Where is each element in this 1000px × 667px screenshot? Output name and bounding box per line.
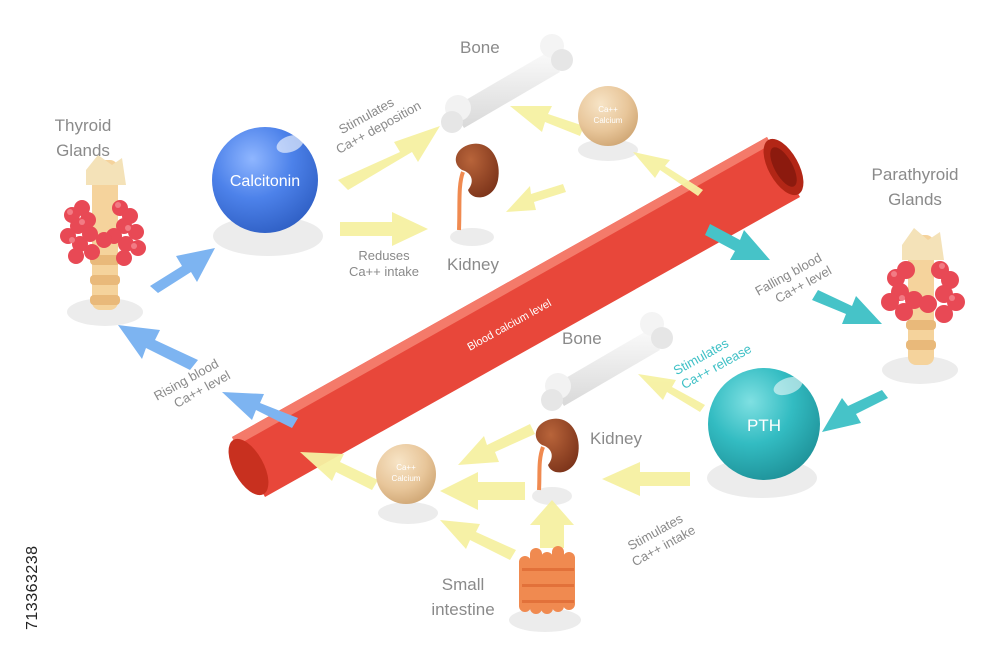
- calcitonin-label: Calcitonin: [230, 173, 300, 190]
- parathyroid-label-line2: Glands: [888, 190, 942, 209]
- arrow-bone-to-vessel: [458, 424, 535, 465]
- arrow-pth-to-bone: [638, 374, 705, 412]
- reduses-intake-line2: Ca++ intake: [349, 264, 419, 279]
- arrow-vessel-to-kidney: [506, 184, 566, 212]
- arrow-to-bone-top: [338, 126, 440, 190]
- arrow-pth-to-kidney: [602, 462, 690, 496]
- arrow-thyroid-to-calcitonin: [150, 248, 215, 293]
- parathyroid-glands-icon: [881, 228, 965, 365]
- calcium-bottom-label-line1: Ca++: [396, 463, 416, 472]
- cyan-arrows: [705, 224, 888, 432]
- arrow-calcium-to-bone: [510, 106, 584, 136]
- arrow-to-kidney-top: [340, 212, 428, 246]
- bone-top-label: Bone: [460, 38, 500, 57]
- watermark-text: 713363238: [24, 545, 41, 630]
- labels: Thyroid Glands Calcitonin Bone Kidney Ca…: [55, 38, 959, 619]
- calcium-bottom-label-line2: Calcium: [392, 474, 421, 483]
- kidney-bottom-icon: [535, 418, 579, 491]
- yellow-arrows: [300, 106, 705, 560]
- calcitonin-sphere: [212, 127, 318, 233]
- arrow-rising-to-thyroid: [118, 325, 198, 370]
- watermark-id: 713363238: [4, 430, 41, 630]
- arrow-vessel-to-rising: [222, 392, 298, 428]
- arrow-calcium-to-vessel: [300, 452, 378, 490]
- arrow-vessel-to-falling: [705, 224, 770, 260]
- arrow-vessel-to-calcium: [633, 152, 703, 196]
- pth-label: PTH: [747, 416, 781, 435]
- arrow-falling-to-parathyroid: [812, 290, 882, 324]
- reduses-intake-line1: Reduses: [358, 248, 410, 263]
- bone-bottom-label: Bone: [562, 329, 602, 348]
- thyroid-label-line1: Thyroid: [55, 116, 112, 135]
- kidney-top-label: Kidney: [447, 255, 499, 274]
- bone-top-icon: [441, 34, 573, 133]
- thyroid-label-line2: Glands: [56, 141, 110, 160]
- kidney-top-icon: [455, 143, 499, 231]
- pth-sphere: [708, 368, 820, 480]
- arrow-parathyroid-to-pth: [822, 390, 888, 432]
- calcium-sphere-top: [578, 86, 638, 146]
- thyroid-glands-icon: [60, 155, 146, 310]
- arrow-kidney-to-calcium: [440, 472, 525, 510]
- blood-vessel: [228, 137, 804, 497]
- kidney-bottom-label: Kidney: [590, 429, 642, 448]
- parathyroid-label-line1: Parathyroid: [872, 165, 959, 184]
- bone-bottom-icon: [541, 312, 673, 411]
- calcium-sphere-bottom: [376, 444, 436, 504]
- blue-arrows: [118, 248, 298, 428]
- arrow-intestine-to-calcium: [440, 520, 516, 560]
- small-intestine-icon: [519, 546, 575, 614]
- small-intestine-label-line1: Small: [442, 575, 485, 594]
- small-intestine-label-line2: intestine: [431, 600, 494, 619]
- arrow-intestine-up: [530, 500, 574, 548]
- calcium-top-label-line2: Calcium: [594, 116, 623, 125]
- calcium-top-label-line1: Ca++: [598, 105, 618, 114]
